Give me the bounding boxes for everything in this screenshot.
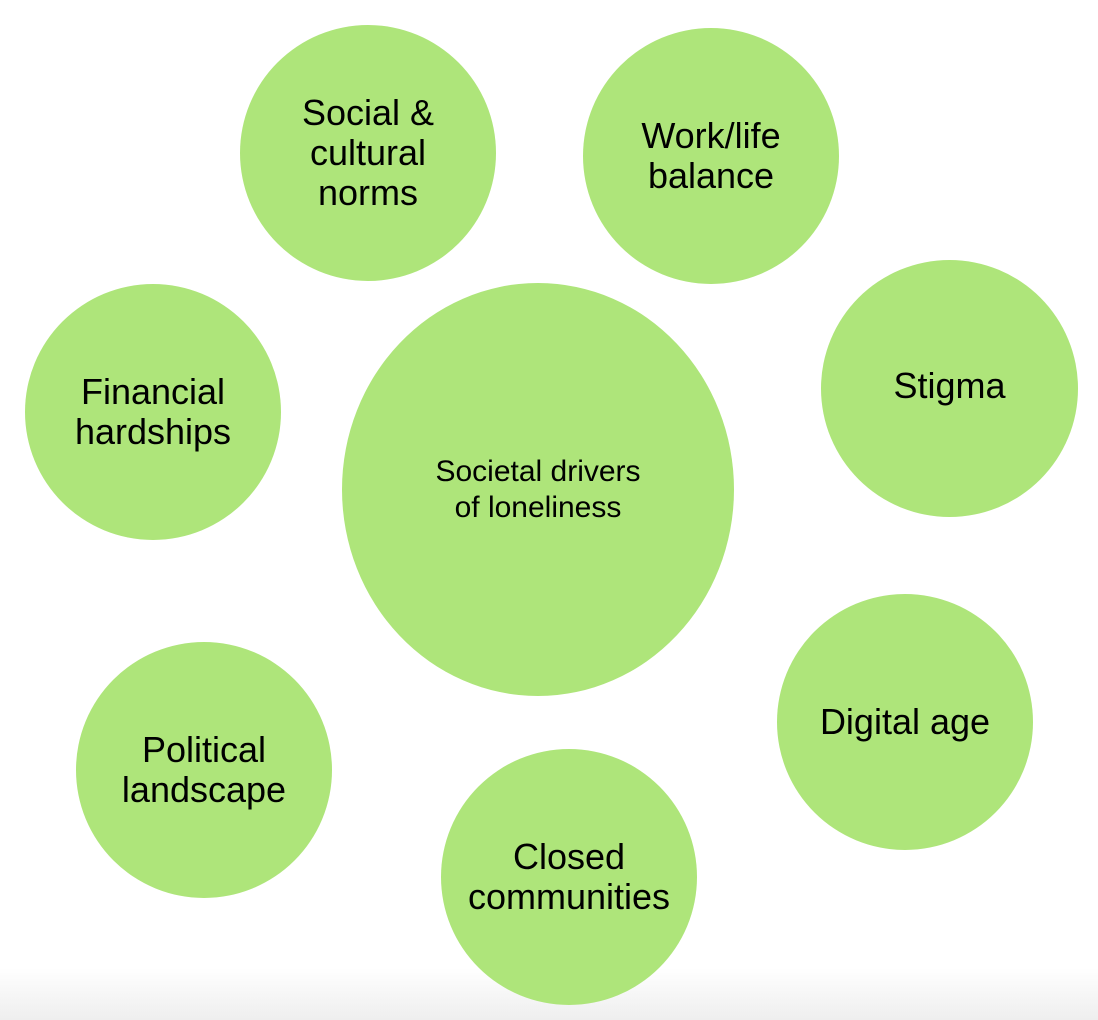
driver-bubble-political-landscape: Political landscape (76, 642, 332, 898)
driver-bubble-label: Social & cultural norms (301, 92, 435, 213)
driver-bubble-social-cultural-norms: Social & cultural norms (240, 25, 496, 281)
driver-bubble-label: Closed communities (467, 836, 671, 917)
center-bubble: Societal drivers of loneliness (342, 283, 734, 696)
driver-bubble-digital-age: Digital age (777, 594, 1033, 850)
driver-bubble-closed-communities: Closed communities (441, 749, 697, 1005)
driver-bubble-label: Financial hardships (74, 371, 232, 452)
driver-bubble-work-life-balance: Work/life balance (583, 28, 839, 284)
center-bubble-label: Societal drivers of loneliness (435, 454, 641, 524)
driver-bubble-label: Work/life balance (641, 115, 781, 196)
driver-bubble-label: Stigma (893, 364, 1006, 406)
driver-bubble-label: Political landscape (121, 729, 287, 810)
driver-bubble-stigma: Stigma (821, 260, 1078, 517)
driver-bubble-label: Digital age (819, 701, 991, 742)
driver-bubble-financial-hardships: Financial hardships (25, 284, 281, 540)
